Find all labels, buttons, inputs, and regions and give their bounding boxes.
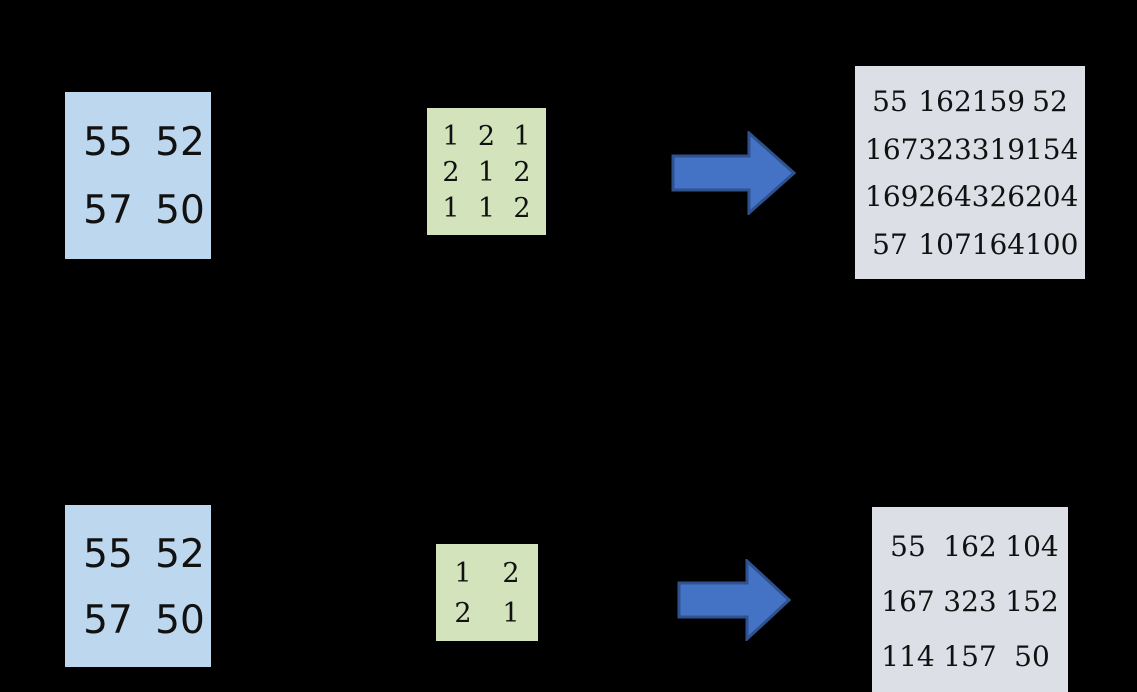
matrix-cell: 50 <box>155 597 205 643</box>
matrix-cell: 169 <box>865 180 919 214</box>
matrix-cell: 114 <box>881 639 935 673</box>
right-block-arrow-icon-top <box>671 129 797 217</box>
matrix-cell: 1 <box>442 192 460 224</box>
matrix-cell: 2 <box>502 558 520 590</box>
input-matrix-top: 55 52 57 50 <box>65 92 211 259</box>
matrix-cell: 323 <box>943 584 997 618</box>
matrix-cell: 1 <box>477 156 496 188</box>
matrix-cell: 107 <box>918 228 972 262</box>
right-block-arrow-icon <box>677 557 792 643</box>
matrix-cell: 204 <box>1024 180 1079 214</box>
right-block-arrow-icon-bottom <box>677 557 792 643</box>
matrix-cell: 1 <box>454 558 472 590</box>
matrix-cell: 50 <box>1014 639 1050 673</box>
matrix-row: 167 323 319 154 <box>865 132 1079 166</box>
matrix-cell: 323 <box>918 132 972 166</box>
matrix-cell: 157 <box>943 639 997 673</box>
matrix-row: 55 52 <box>73 535 215 574</box>
matrix-cell: 100 <box>1024 228 1079 262</box>
matrix-cell: 1 <box>513 120 531 152</box>
matrix-cell: 55 <box>83 119 133 165</box>
matrix-cell: 57 <box>83 597 133 643</box>
matrix-row: 57 50 <box>73 191 215 230</box>
matrix-cell: 162 <box>943 529 997 563</box>
matrix-row: 114 157 50 <box>880 639 1060 673</box>
matrix-cell: 159 <box>971 84 1026 118</box>
matrix-cell: 52 <box>1032 84 1068 118</box>
matrix-cell: 2 <box>454 597 472 629</box>
matrix-cell: 167 <box>865 132 919 166</box>
matrix-row: 169 264 326 204 <box>865 180 1079 214</box>
matrix-cell: 55 <box>83 531 133 577</box>
matrix-row: 2 1 <box>448 600 526 627</box>
matrix-cell: 162 <box>918 84 972 118</box>
matrix-cell: 164 <box>971 228 1026 262</box>
matrix-cell: 264 <box>918 180 972 214</box>
matrix-row: 1 1 2 <box>436 195 537 222</box>
matrix-row: 55 162 104 <box>880 529 1060 563</box>
matrix-cell: 2 <box>477 120 496 152</box>
matrix-cell: 104 <box>1005 529 1059 563</box>
matrix-cell: 57 <box>872 228 908 262</box>
matrix-row: 167 323 152 <box>880 584 1060 618</box>
matrix-cell: 55 <box>890 529 926 563</box>
matrix-cell: 2 <box>513 192 531 224</box>
matrix-cell: 1 <box>442 120 460 152</box>
matrix-cell: 52 <box>155 531 205 577</box>
matrix-row: 1 2 <box>448 560 526 587</box>
matrix-cell: 52 <box>155 119 205 165</box>
matrix-cell: 1 <box>502 597 520 629</box>
matrix-row: 55 52 <box>73 123 215 162</box>
input-matrix-bottom: 55 52 57 50 <box>65 505 211 667</box>
matrix-cell: 319 <box>971 132 1026 166</box>
matrix-cell: 1 <box>477 192 496 224</box>
matrix-cell: 152 <box>1005 584 1059 618</box>
matrix-cell: 167 <box>881 584 935 618</box>
matrix-row: 1 2 1 <box>436 123 537 150</box>
kernel-matrix-bottom: 1 2 2 1 <box>436 544 538 641</box>
matrix-row: 2 1 2 <box>436 159 537 186</box>
output-matrix-top: 55 162 159 52 167 323 319 154 169 264 32… <box>855 66 1085 279</box>
matrix-cell: 55 <box>872 84 908 118</box>
matrix-row: 57 50 <box>73 601 215 640</box>
kernel-matrix-top: 1 2 1 2 1 2 1 1 2 <box>427 108 546 235</box>
matrix-cell: 57 <box>83 188 133 234</box>
right-block-arrow-icon <box>671 129 797 217</box>
matrix-row: 57 107 164 100 <box>865 228 1079 262</box>
matrix-cell: 326 <box>971 180 1026 214</box>
matrix-cell: 50 <box>155 188 205 234</box>
matrix-cell: 2 <box>442 156 460 188</box>
matrix-cell: 154 <box>1024 132 1079 166</box>
matrix-cell: 2 <box>513 156 531 188</box>
output-matrix-bottom: 55 162 104 167 323 152 114 157 50 <box>872 507 1068 692</box>
matrix-row: 55 162 159 52 <box>865 84 1075 118</box>
